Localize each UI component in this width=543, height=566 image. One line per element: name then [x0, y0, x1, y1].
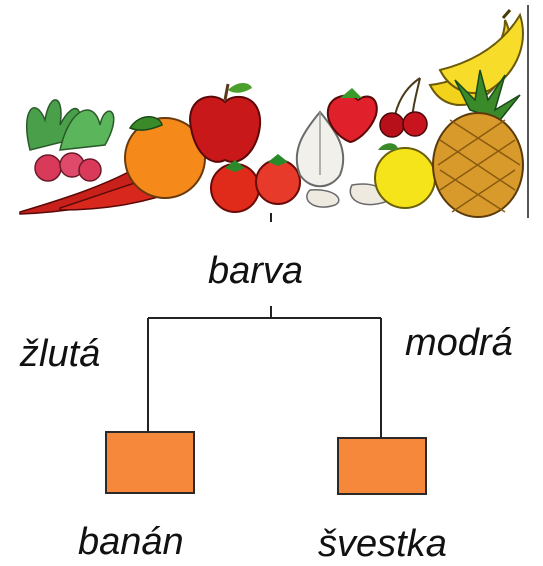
root-label: barva	[208, 250, 304, 292]
lemon-image	[374, 143, 436, 209]
fruit-vegetable-clipart	[19, 5, 529, 218]
strawberry-image	[326, 88, 378, 144]
leaf-node-right	[337, 437, 427, 495]
pineapple-image	[432, 69, 524, 218]
right-edge-label: modrá	[405, 322, 513, 364]
tomatoes-image	[210, 154, 301, 213]
orange-image	[124, 116, 206, 199]
right-leaf-label: švestka	[318, 523, 447, 565]
leaf-node-left	[105, 431, 195, 494]
radishes-image	[26, 99, 115, 182]
left-leaf-label: banán	[78, 521, 184, 563]
left-edge-label: žlutá	[20, 333, 101, 375]
cherries-image	[379, 77, 428, 138]
garlic-image	[295, 110, 388, 208]
decision-tree-lines	[147, 213, 382, 438]
apple-image	[188, 83, 262, 163]
